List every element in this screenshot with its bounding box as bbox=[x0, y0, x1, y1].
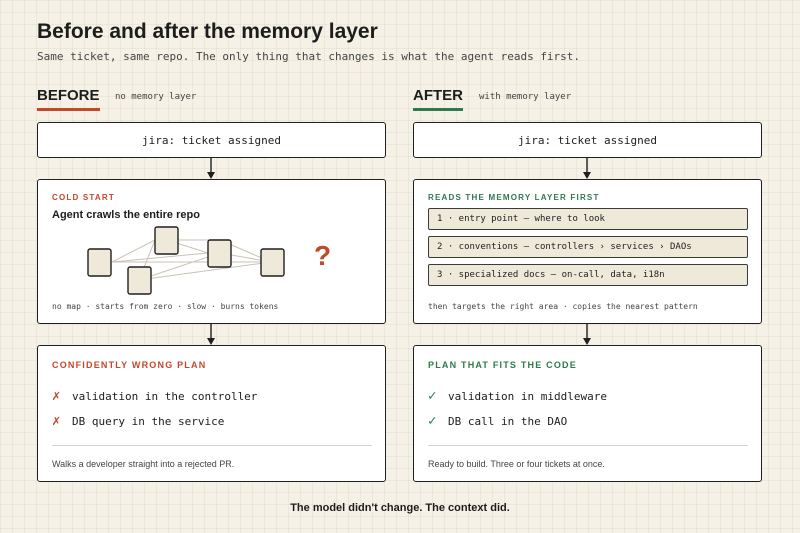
repo-node bbox=[127, 266, 152, 295]
after-tag: with memory layer bbox=[479, 92, 572, 102]
after-plan-label: PLAN THAT FITS THE CODE bbox=[428, 360, 577, 370]
divider bbox=[428, 445, 748, 446]
repo-node bbox=[154, 226, 179, 255]
check-icon: ✓ bbox=[428, 388, 437, 404]
after-plan-footer: Ready to build. Three or four tickets at… bbox=[428, 459, 605, 469]
cross-icon: ✗ bbox=[52, 413, 61, 429]
after-memory-box: READS THE MEMORY LAYER FIRST 1 · entry p… bbox=[413, 179, 762, 324]
before-jira-box: jira: ticket assigned bbox=[37, 122, 386, 158]
before-plan-box: CONFIDENTLY WRONG PLAN ✗ validation in t… bbox=[37, 345, 386, 482]
plan-item-text: validation in middleware bbox=[448, 389, 607, 403]
before-mid-footer: no map · starts from zero · slow · burns… bbox=[52, 302, 279, 311]
plan-item-text: DB call in the DAO bbox=[448, 414, 568, 428]
repo-node bbox=[87, 248, 112, 277]
page-title: Before and after the memory layer bbox=[37, 20, 378, 43]
page-subtitle: Same ticket, same repo. The only thing t… bbox=[37, 50, 581, 63]
check-icon: ✓ bbox=[428, 413, 437, 429]
question-mark-icon: ? bbox=[314, 240, 332, 271]
before-jira-text: jira: ticket assigned bbox=[141, 133, 282, 147]
before-plan-item: ✗ validation in the controller bbox=[52, 388, 257, 404]
after-plan-item: ✓ DB call in the DAO bbox=[428, 413, 567, 429]
after-plan-box: PLAN THAT FITS THE CODE ✓ validation in … bbox=[413, 345, 762, 482]
after-heading: AFTER bbox=[413, 87, 463, 111]
memory-row-text: 3 · specialized docs — on-call, data, i1… bbox=[437, 270, 665, 280]
memory-row-text: 1 · entry point — where to look bbox=[437, 214, 605, 224]
before-mid-heading: Agent crawls the entire repo bbox=[52, 209, 200, 221]
memory-row-conventions: 2 · conventions — controllers › services… bbox=[428, 236, 748, 258]
after-mid-footer: then targets the right area · copies the… bbox=[428, 302, 698, 311]
after-arrow-2 bbox=[583, 324, 591, 345]
after-mid-label: READS THE MEMORY LAYER FIRST bbox=[428, 193, 600, 202]
before-plan-label: CONFIDENTLY WRONG PLAN bbox=[52, 360, 207, 370]
memory-row-specialized-docs: 3 · specialized docs — on-call, data, i1… bbox=[428, 264, 748, 286]
plan-item-text: validation in the controller bbox=[72, 389, 258, 403]
after-jira-text: jira: ticket assigned bbox=[517, 133, 658, 147]
memory-row-text: 2 · conventions — controllers › services… bbox=[437, 242, 692, 252]
before-plan-item: ✗ DB query in the service bbox=[52, 413, 224, 429]
before-cold-start-box: COLD START Agent crawls the entire repo … bbox=[37, 179, 386, 324]
before-arrow-2 bbox=[207, 324, 215, 345]
bottom-line: The model didn't change. The context did… bbox=[290, 502, 510, 514]
after-arrow-1 bbox=[583, 158, 591, 179]
before-heading: BEFORE bbox=[37, 87, 100, 111]
after-jira-box: jira: ticket assigned bbox=[413, 122, 762, 158]
before-arrow-1 bbox=[207, 158, 215, 179]
before-plan-footer: Walks a developer straight into a reject… bbox=[52, 459, 235, 469]
repo-graph bbox=[87, 226, 285, 295]
repo-node bbox=[207, 239, 232, 268]
cross-icon: ✗ bbox=[52, 388, 61, 404]
repo-node bbox=[260, 248, 285, 277]
before-tag: no memory layer bbox=[115, 92, 197, 102]
after-plan-item: ✓ validation in middleware bbox=[428, 388, 607, 404]
divider bbox=[52, 445, 372, 446]
memory-row-entry-point: 1 · entry point — where to look bbox=[428, 208, 748, 230]
plan-item-text: DB query in the service bbox=[72, 414, 225, 428]
before-mid-label: COLD START bbox=[52, 193, 115, 202]
